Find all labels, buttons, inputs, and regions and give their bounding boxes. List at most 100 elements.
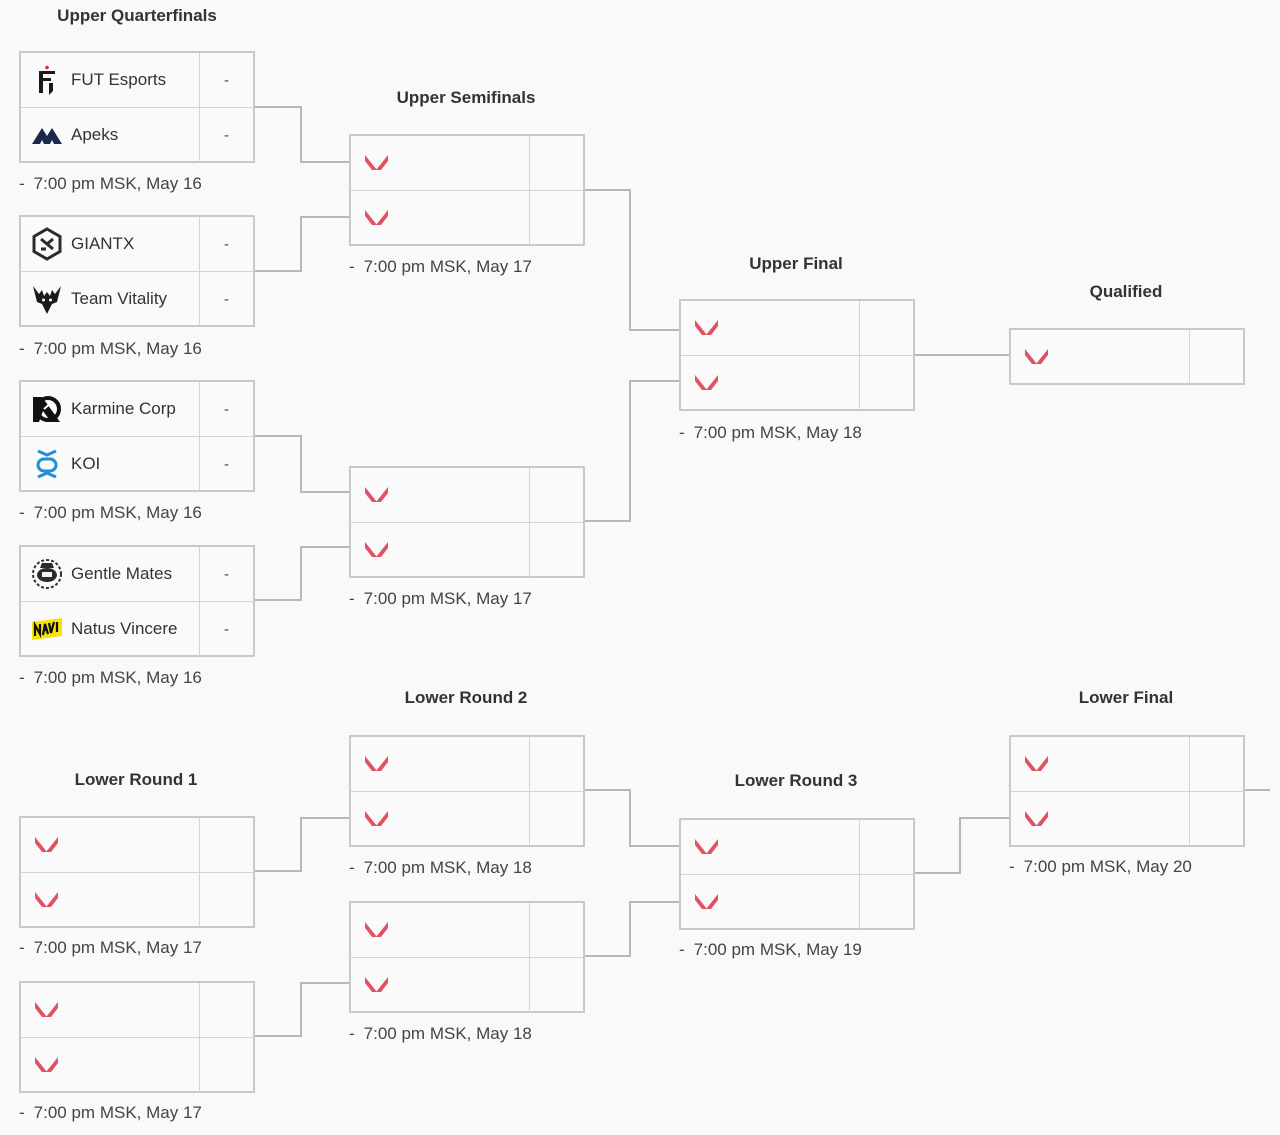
navi-logo-icon — [30, 612, 64, 646]
team-slot[interactable]: Karmine Corp - — [21, 382, 253, 436]
team-name: Natus Vincere — [71, 619, 178, 638]
qualified-slot[interactable] — [1009, 328, 1245, 385]
team-slot-tbd[interactable] — [1011, 330, 1243, 384]
team-slot-tbd[interactable] — [351, 737, 583, 791]
match-uqf3[interactable]: Karmine Corp - KOI - — [19, 380, 255, 492]
team-score — [199, 1038, 253, 1092]
team-slot-tbd[interactable] — [351, 468, 583, 522]
connector-usf1-uf — [584, 189, 679, 331]
team-slot[interactable]: Gentle Mates - — [21, 547, 253, 601]
team-score — [859, 356, 913, 410]
fut-logo-icon — [30, 63, 64, 97]
team-slot[interactable]: FUT Esports - — [21, 53, 253, 107]
match-lr2b[interactable] — [349, 901, 585, 1013]
team-slot-tbd[interactable] — [681, 874, 913, 929]
valorant-logo-icon — [360, 802, 394, 836]
team-score — [529, 523, 583, 577]
team-slot[interactable]: KOI - — [21, 436, 253, 491]
match-usf2[interactable] — [349, 466, 585, 578]
team-score — [529, 737, 583, 791]
team-slot-tbd[interactable] — [351, 957, 583, 1012]
valorant-logo-icon — [360, 747, 394, 781]
team-score: - — [199, 382, 253, 436]
match-lr2a[interactable] — [349, 735, 585, 847]
team-score — [859, 301, 913, 355]
round-title-qualified: Qualified — [1089, 282, 1163, 301]
valorant-logo-icon — [30, 883, 64, 917]
connector-lr1b-lr2b — [255, 982, 349, 1037]
team-slot-tbd[interactable] — [681, 355, 913, 410]
team-slot-tbd[interactable] — [21, 818, 253, 872]
team-slot-tbd[interactable] — [21, 1037, 253, 1092]
team-name: Apeks — [71, 125, 119, 144]
connector-uqf3-usf2 — [255, 435, 349, 493]
match-uqf4[interactable]: Gentle Mates - Natus Vincere - — [19, 545, 255, 657]
vitality-logo-icon — [30, 282, 64, 316]
connector-lr2a-lr3 — [584, 789, 679, 847]
team-slot-tbd[interactable] — [351, 791, 583, 846]
apeks-logo-icon — [30, 118, 64, 152]
match-uqf1[interactable]: FUT Esports - Apeks - — [19, 51, 255, 163]
team-name: Team Vitality — [71, 289, 168, 308]
round-title-lower-round-2: Lower Round 2 — [404, 688, 528, 707]
valorant-logo-icon — [690, 311, 724, 345]
team-score — [199, 983, 253, 1037]
valorant-logo-icon — [30, 1048, 64, 1082]
valorant-logo-icon — [30, 828, 64, 862]
team-slot-tbd[interactable] — [1011, 791, 1243, 846]
team-score: - — [199, 108, 253, 162]
team-score — [1189, 737, 1243, 791]
team-score: - — [199, 547, 253, 601]
connector-usf2-uf — [584, 380, 679, 522]
valorant-logo-icon — [30, 993, 64, 1027]
match-uqf2[interactable]: GIANTX - Team Vitality - — [19, 215, 255, 327]
team-score — [199, 818, 253, 872]
team-name: Karmine Corp — [71, 399, 176, 418]
team-score — [529, 958, 583, 1012]
valorant-logo-icon — [690, 366, 724, 400]
match-time-uf: -7:00 pm MSK, May 18 — [679, 423, 862, 442]
team-slot-tbd[interactable] — [21, 983, 253, 1037]
match-time-uqf1: -7:00 pm MSK, May 16 — [19, 174, 202, 193]
match-time-usf2: -7:00 pm MSK, May 17 — [349, 589, 532, 608]
match-lr1a[interactable] — [19, 816, 255, 928]
team-score: - — [199, 272, 253, 326]
team-slot-tbd[interactable] — [681, 301, 913, 355]
team-slot[interactable]: GIANTX - — [21, 217, 253, 271]
team-score — [859, 820, 913, 874]
match-lr1b[interactable] — [19, 981, 255, 1093]
team-slot-tbd[interactable] — [351, 190, 583, 245]
team-score — [859, 875, 913, 929]
team-score — [529, 468, 583, 522]
match-time-lr1a: -7:00 pm MSK, May 17 — [19, 938, 202, 957]
team-slot-tbd[interactable] — [351, 136, 583, 190]
valorant-logo-icon — [360, 478, 394, 512]
team-slot[interactable]: Team Vitality - — [21, 271, 253, 326]
valorant-logo-icon — [360, 968, 394, 1002]
team-slot[interactable]: Apeks - — [21, 107, 253, 162]
team-name: GIANTX — [71, 234, 135, 253]
team-slot-tbd[interactable] — [351, 522, 583, 577]
team-slot-tbd[interactable] — [351, 903, 583, 957]
valorant-logo-icon — [360, 533, 394, 567]
round-title-lower-final: Lower Final — [1078, 688, 1174, 707]
valorant-logo-icon — [360, 913, 394, 947]
team-slot[interactable]: Natus Vincere - — [21, 601, 253, 656]
match-uf[interactable] — [679, 299, 915, 411]
team-slot-tbd[interactable] — [1011, 737, 1243, 791]
team-name: KOI — [71, 454, 101, 473]
connector-lr2b-lr3 — [584, 901, 679, 957]
match-lr3[interactable] — [679, 818, 915, 930]
match-usf1[interactable] — [349, 134, 585, 246]
team-slot-tbd[interactable] — [21, 872, 253, 927]
gentle-mates-logo-icon — [30, 557, 64, 591]
team-score — [529, 903, 583, 957]
match-time-uqf4: -7:00 pm MSK, May 16 — [19, 668, 202, 687]
valorant-logo-icon — [360, 146, 394, 180]
match-lf[interactable] — [1009, 735, 1245, 847]
team-slot-tbd[interactable] — [681, 820, 913, 874]
team-score: - — [199, 53, 253, 107]
team-score: - — [199, 602, 253, 656]
match-time-lr1b: -7:00 pm MSK, May 17 — [19, 1103, 202, 1122]
